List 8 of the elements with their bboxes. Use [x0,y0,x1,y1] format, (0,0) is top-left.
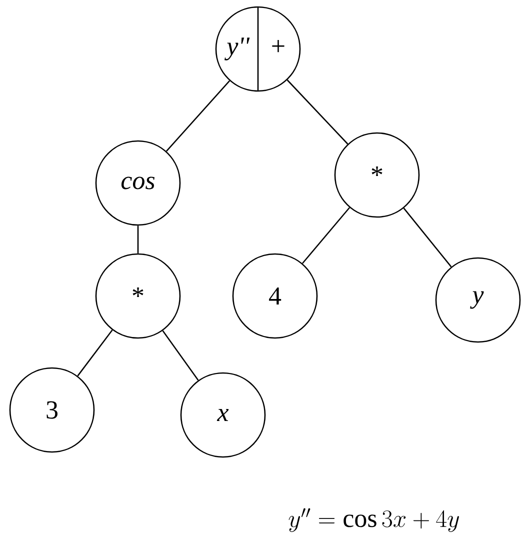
equation: $y'' = \cos 3x + 4y$ [288,508,459,532]
tree-edge [403,208,452,268]
tree-edge [162,330,199,381]
tree-edge [166,80,230,152]
tree-edge [302,207,350,264]
tree-edge [286,80,348,144]
tree-edge [77,330,113,376]
tree-edge [137,226,139,254]
